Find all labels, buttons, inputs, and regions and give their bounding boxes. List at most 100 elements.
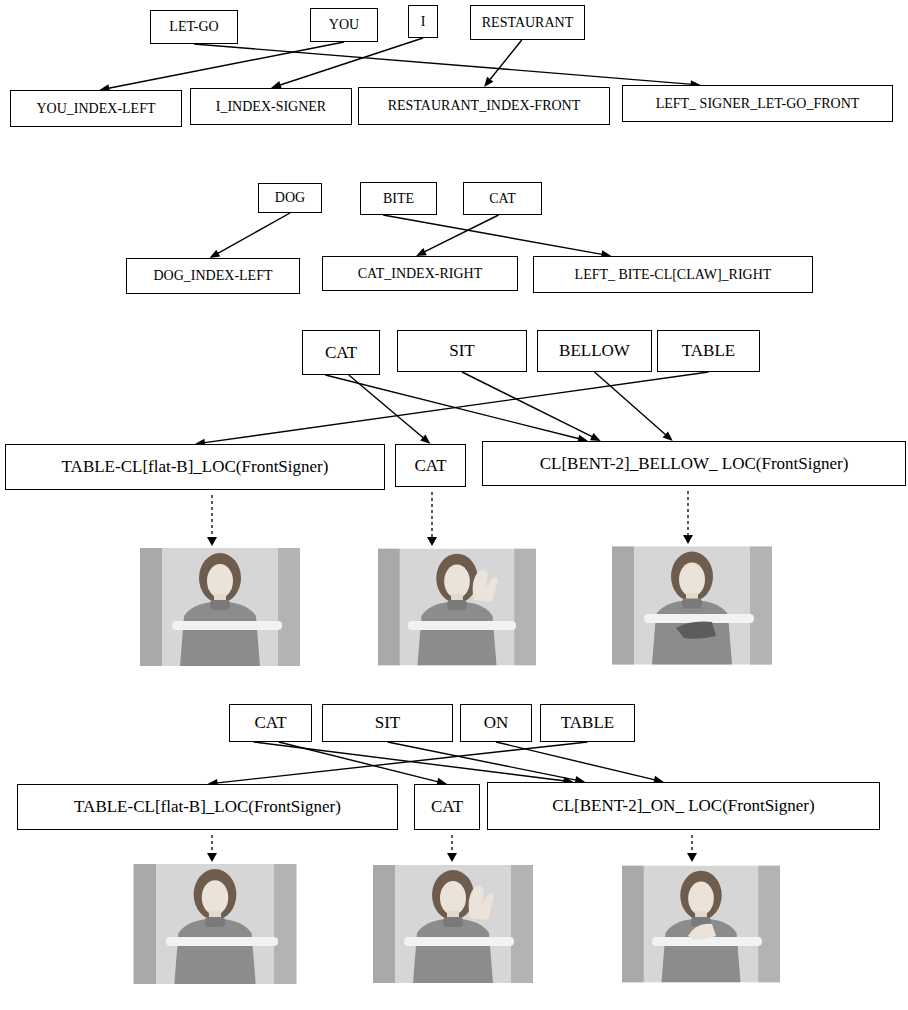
gloss-text: CL[BENT-2]_BELLOW_ LOC(FrontSigner) xyxy=(540,454,849,474)
connector-line xyxy=(203,372,709,443)
gloss-arrow xyxy=(416,215,498,256)
signer-photo xyxy=(140,548,300,666)
connector-line xyxy=(462,372,594,437)
gloss-arrow xyxy=(194,44,701,88)
bent-two-hand xyxy=(688,924,716,940)
connector-line xyxy=(496,742,656,780)
dotted-leader xyxy=(687,491,688,536)
dotted-leader xyxy=(211,835,212,854)
dotted-leader xyxy=(431,492,432,538)
gloss-box: SIT xyxy=(322,704,453,742)
gloss-arrow xyxy=(388,742,586,784)
flat-hand-arm xyxy=(408,621,516,630)
connector-line xyxy=(349,375,425,439)
bent-two-hand xyxy=(469,885,494,920)
gloss-arrow xyxy=(496,742,664,784)
gloss-box: YOU_INDEX-LEFT xyxy=(10,90,182,127)
gloss-box: CAT xyxy=(463,182,542,215)
gloss-text: DOG xyxy=(275,190,305,206)
connector-line xyxy=(215,742,587,783)
gloss-text: CAT xyxy=(489,191,515,207)
connector-line xyxy=(279,38,423,86)
gloss-box: DOG xyxy=(258,183,322,213)
gloss-text: DOG_INDEX-LEFT xyxy=(154,268,273,284)
gloss-box: CL[BENT-2]_ON_ LOC(FrontSigner) xyxy=(487,782,880,830)
gloss-box: CAT xyxy=(395,444,466,487)
gloss-arrow xyxy=(462,372,601,441)
arrowhead xyxy=(416,248,427,256)
gloss-box: TABLE-CL[flat-B]_LOC(FrontSigner) xyxy=(17,784,398,830)
leader-arrowhead xyxy=(687,853,697,862)
signer-photo xyxy=(373,865,533,983)
signer-photo xyxy=(622,866,780,983)
dotted-leader xyxy=(211,495,212,538)
gloss-arrow xyxy=(484,40,522,87)
bent-two-hand xyxy=(473,569,498,602)
gloss-text: TABLE-CL[flat-B]_LOC(FrontSigner) xyxy=(74,797,341,817)
connector-line xyxy=(595,372,667,436)
connector-line xyxy=(383,215,603,255)
signer-photo xyxy=(134,864,297,984)
gloss-text: CAT xyxy=(414,456,446,476)
gloss-arrow xyxy=(208,742,588,787)
leader-arrowhead xyxy=(207,853,217,862)
gloss-text: TABLE xyxy=(561,713,614,733)
gloss-box: LET-GO xyxy=(150,10,238,44)
gloss-box: CAT xyxy=(302,330,380,375)
gloss-box: SIT xyxy=(397,330,527,372)
gloss-arrow xyxy=(195,372,709,447)
gloss-arrow xyxy=(383,215,611,258)
gloss-text: TABLE xyxy=(682,341,735,361)
gloss-box: TABLE-CL[flat-B]_LOC(FrontSigner) xyxy=(5,444,385,490)
connector-line xyxy=(194,44,693,84)
gloss-text: LEFT_ SIGNER_LET-GO_FRONT xyxy=(656,96,860,112)
gloss-text: I_INDEX-SIGNER xyxy=(216,99,326,115)
gloss-box: RESTAURANT xyxy=(470,5,585,40)
arrowhead xyxy=(484,77,493,87)
gloss-text: CAT_INDEX-RIGHT xyxy=(358,266,482,282)
gloss-text: RESTAURANT_INDEX-FRONT xyxy=(388,98,581,114)
gloss-text: LET-GO xyxy=(169,19,218,35)
gloss-text: CAT xyxy=(254,713,286,733)
gloss-text: SIT xyxy=(375,713,401,733)
gloss-arrow xyxy=(210,213,290,258)
flat-hand-arm xyxy=(166,937,278,946)
gloss-text: RESTAURANT xyxy=(482,15,573,31)
gloss-box: I_INDEX-SIGNER xyxy=(190,88,352,125)
bent-two-hand xyxy=(676,622,716,639)
gloss-arrow xyxy=(325,375,588,442)
connector-line xyxy=(489,40,522,81)
gloss-text: SIT xyxy=(449,341,475,361)
gloss-box: RESTAURANT_INDEX-FRONT xyxy=(358,87,610,125)
connector-line xyxy=(107,42,344,88)
arrowhead xyxy=(420,434,430,444)
gloss-box: CAT xyxy=(229,704,312,742)
gloss-text: BITE xyxy=(383,191,414,207)
connector-line xyxy=(217,213,290,254)
gloss-text: I xyxy=(421,14,426,30)
arrowhead xyxy=(210,250,221,258)
gloss-arrow xyxy=(271,38,423,89)
gloss-box: I xyxy=(408,5,438,38)
gloss-text: BELLOW xyxy=(559,341,630,361)
gloss-box: CAT_INDEX-RIGHT xyxy=(322,256,518,291)
dotted-leader xyxy=(691,835,692,854)
leader-arrowhead xyxy=(427,537,437,546)
connector-line xyxy=(423,215,498,252)
connector-line xyxy=(325,375,580,439)
gloss-text: YOU xyxy=(329,17,359,33)
gloss-text: LEFT_ BITE-CL[CLAW]_RIGHT xyxy=(575,267,772,283)
arrowhead xyxy=(590,433,601,441)
gloss-text: TABLE-CL[flat-B]_LOC(FrontSigner) xyxy=(62,457,329,477)
gloss-box: LEFT_ SIGNER_LET-GO_FRONT xyxy=(622,85,893,122)
signer-photo xyxy=(378,549,536,666)
signer-photo xyxy=(612,547,772,665)
gloss-box: ON xyxy=(460,704,532,742)
leader-arrowhead xyxy=(447,853,457,862)
leader-arrowhead xyxy=(683,535,693,544)
gloss-box: YOU xyxy=(310,8,378,42)
gloss-box: BITE xyxy=(360,182,437,215)
leader-arrowhead xyxy=(207,537,217,546)
gloss-text: YOU_INDEX-LEFT xyxy=(37,101,156,117)
gloss-text: CAT xyxy=(325,343,357,363)
